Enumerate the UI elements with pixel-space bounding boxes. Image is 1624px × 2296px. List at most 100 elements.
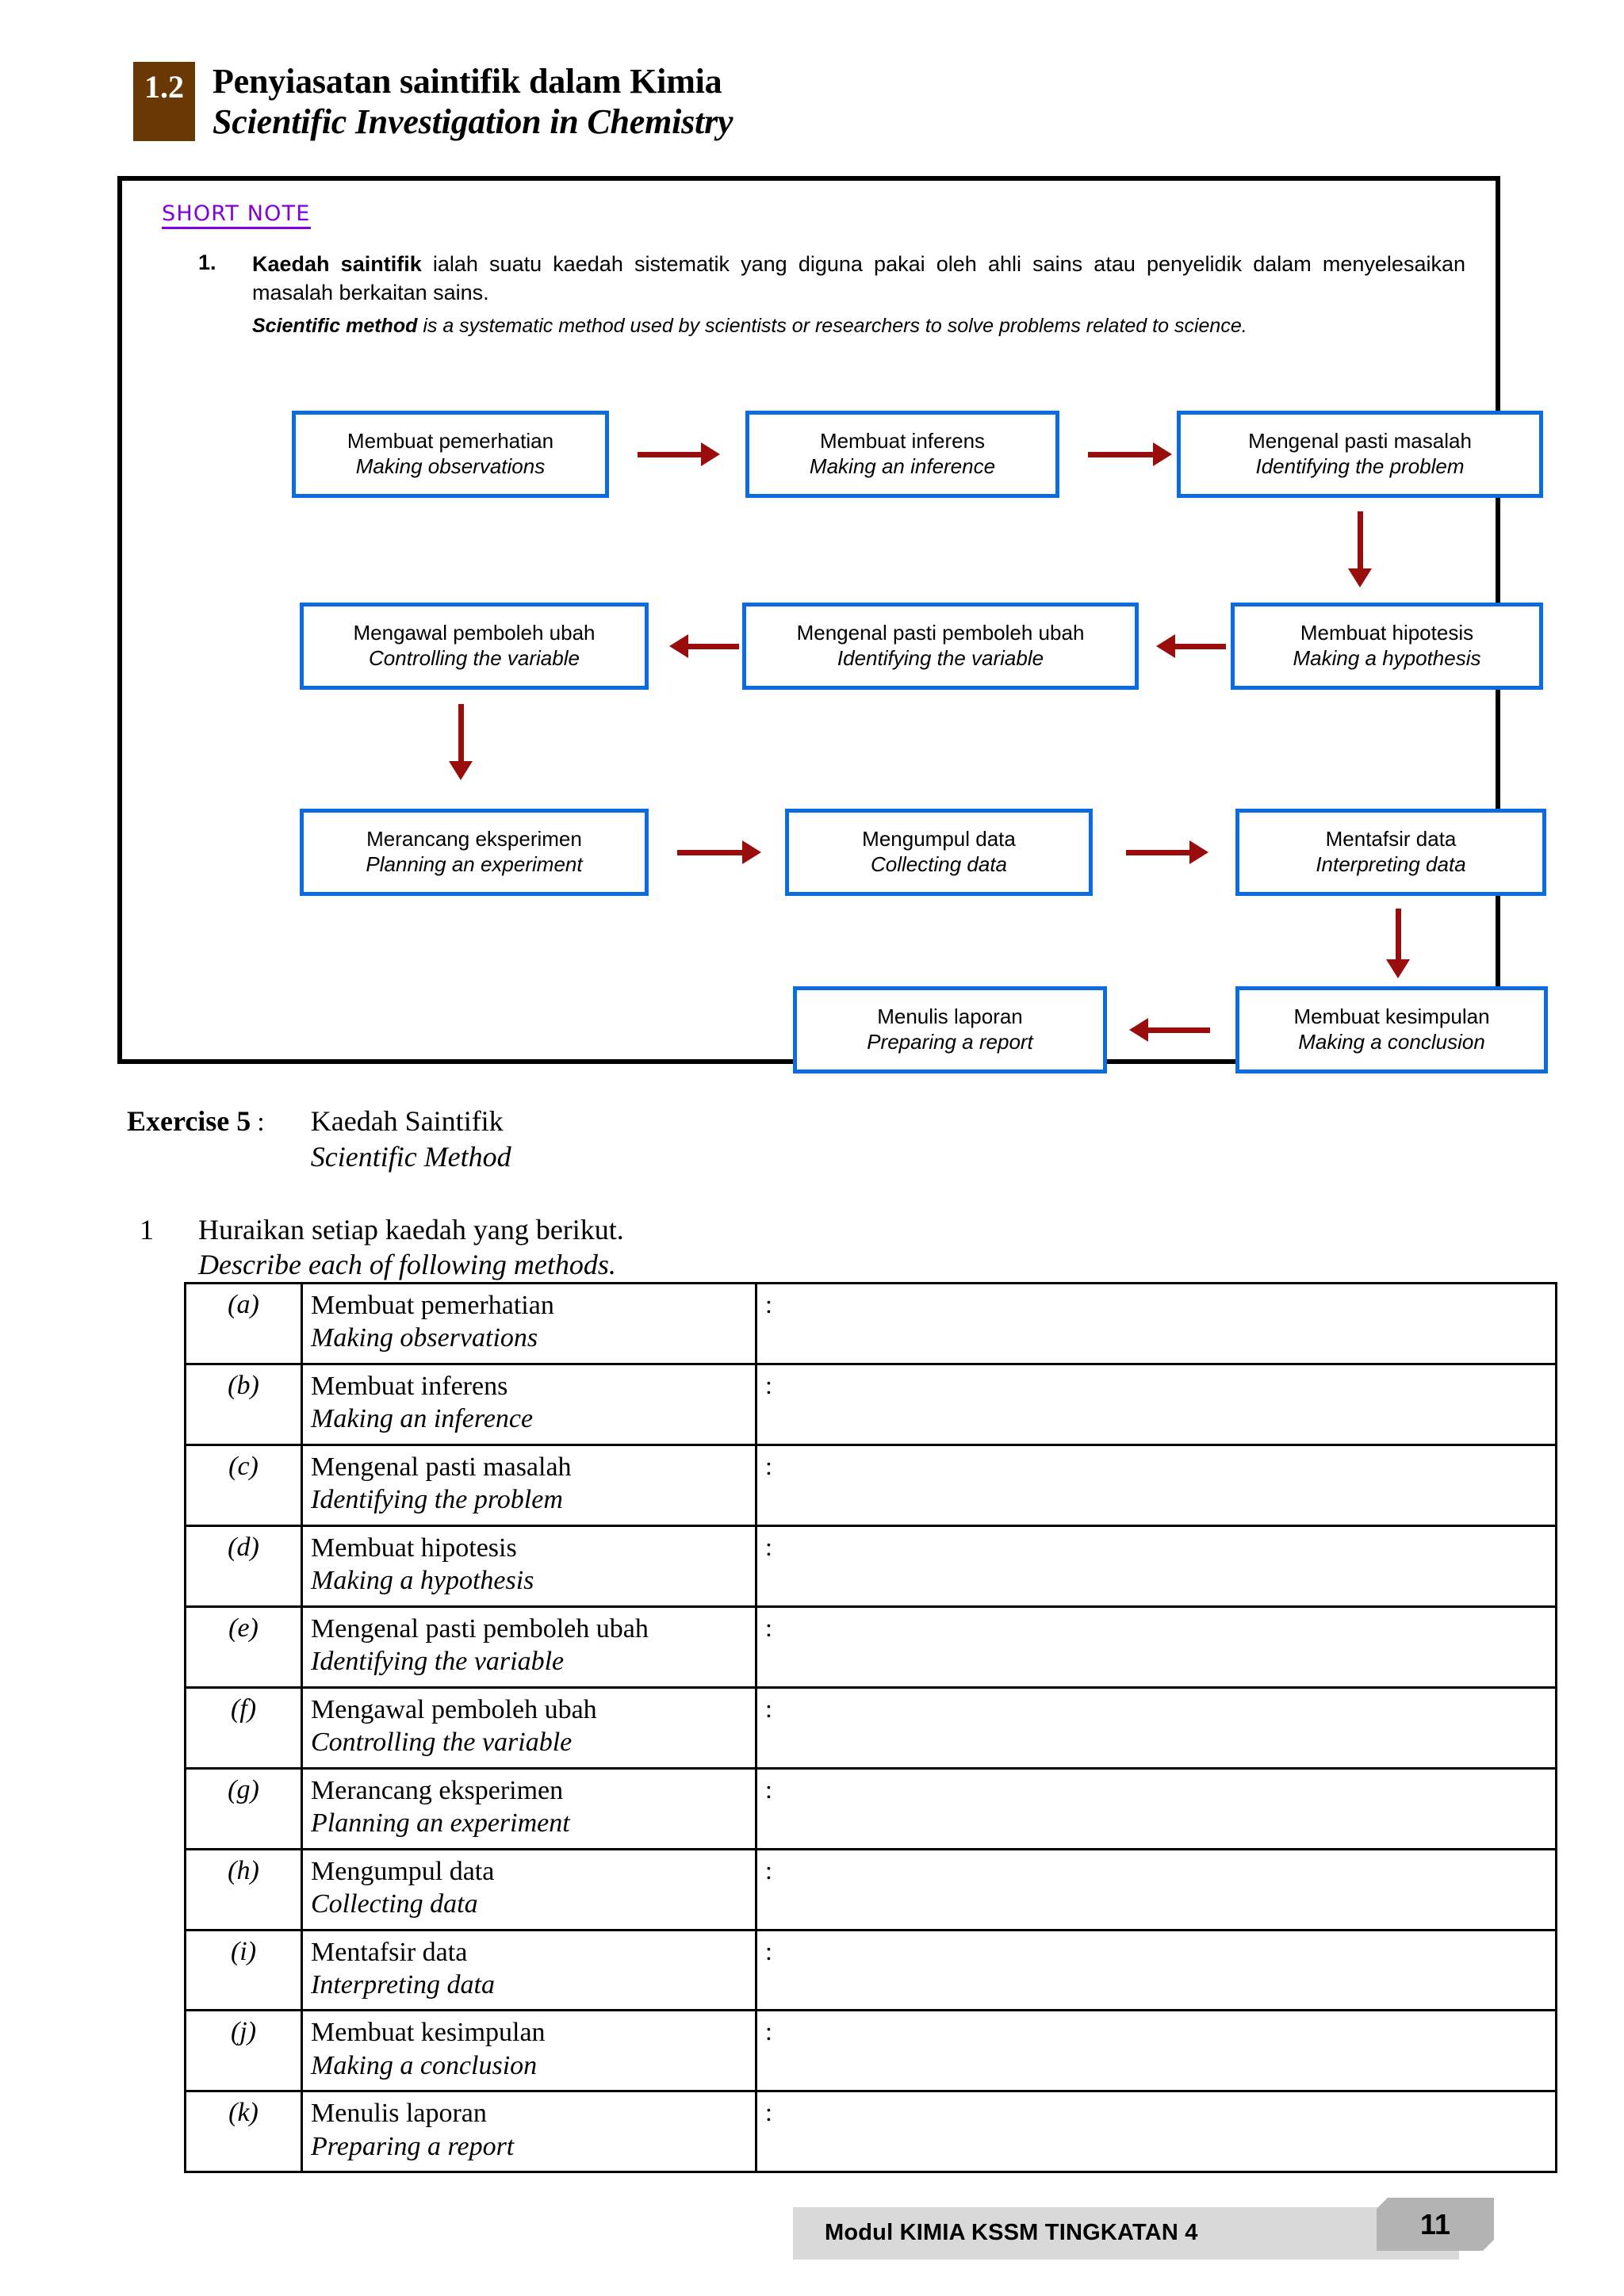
exercise-heading: Exercise 5 : Kaedah Saintifik Scientific… — [127, 1104, 511, 1175]
row-answer-cell[interactable]: : — [755, 1847, 1557, 1931]
answer-colon: : — [765, 1936, 772, 1965]
row-answer-cell[interactable]: : — [755, 1605, 1557, 1689]
row-answer-cell[interactable]: : — [755, 1362, 1557, 1446]
arrow-head-right-icon — [1153, 442, 1172, 466]
flow-arrow-down-1 — [1348, 511, 1372, 587]
row-method-cell: Mengumpul data Collecting data — [301, 1847, 757, 1931]
row-label-cell: (e) — [184, 1605, 303, 1689]
flow-box-collecting-data: Mengumpul data Collecting data — [785, 809, 1093, 896]
table-row: (a) Membuat pemerhatian Making observati… — [184, 1282, 1557, 1365]
header-titles: Penyiasatan saintifik dalam Kimia Scient… — [213, 62, 733, 142]
flow-box-label-malay: Menulis laporan — [877, 1004, 1023, 1029]
flow-box-making-observations: Membuat pemerhatian Making observations — [292, 411, 609, 498]
exercise-label: Exercise 5 — [127, 1105, 251, 1137]
row-answer-cell[interactable]: : — [755, 1524, 1557, 1608]
flow-box-label-english: Planning an experiment — [366, 852, 583, 876]
answer-colon: : — [765, 1613, 772, 1642]
table-row: (k) Menulis laporan Preparing a report : — [184, 2090, 1557, 2174]
answer-colon: : — [765, 1370, 772, 1399]
arrow-shaft — [1147, 1027, 1210, 1033]
arrow-shaft — [458, 704, 464, 763]
question-text-english: Describe each of following methods. — [198, 1248, 616, 1280]
table-row: (h) Mengumpul data Collecting data : — [184, 1847, 1557, 1931]
arrow-shaft — [687, 643, 739, 649]
row-label-cell: (c) — [184, 1443, 303, 1527]
flow-arrow-left-1 — [669, 634, 739, 658]
answer-colon: : — [765, 1451, 772, 1480]
row-method-english: Planning an experiment — [311, 1808, 570, 1839]
answer-colon: : — [765, 1290, 772, 1318]
arrow-shaft — [638, 451, 703, 457]
row-method-malay: Mengenal pasti masalah — [311, 1452, 572, 1482]
table-row: (g) Merancang eksperimen Planning an exp… — [184, 1766, 1557, 1850]
row-method-malay: Membuat kesimpulan — [311, 2018, 546, 2048]
row-method-cell: Mentafsir data Interpreting data — [301, 1928, 757, 2012]
short-note-paragraph-english: Scientific method is a systematic method… — [252, 313, 1465, 339]
row-method-malay: Mengumpul data — [311, 1856, 495, 1886]
arrow-head-left-icon — [1129, 1018, 1148, 1042]
row-label: (c) — [228, 1451, 259, 1481]
short-note-item-number: 1. — [198, 251, 216, 274]
row-method-cell: Mengawal pemboleh ubah Controlling the v… — [301, 1686, 757, 1770]
short-note-label: SHORT NOTE — [162, 203, 311, 229]
answer-colon: : — [765, 1693, 772, 1723]
row-method-malay: Membuat hipotesis — [311, 1533, 517, 1563]
row-answer-cell[interactable]: : — [755, 2090, 1557, 2174]
flow-box-label-english: Making an inference — [809, 454, 996, 478]
arrow-head-right-icon — [742, 840, 761, 864]
question-text-malay: Huraikan setiap kaedah yang berikut. — [198, 1214, 624, 1246]
page-header: 1.2 Penyiasatan saintifik dalam Kimia Sc… — [133, 62, 733, 142]
flow-box-label-english: Making a hypothesis — [1293, 646, 1481, 670]
flow-box-making-hypothesis: Membuat hipotesis Making a hypothesis — [1231, 603, 1543, 690]
row-method-malay: Mengawal pemboleh ubah — [311, 1694, 597, 1724]
answer-colon: : — [765, 2017, 772, 2046]
short-note-term-english: Scientific method — [252, 314, 418, 337]
row-answer-cell[interactable]: : — [755, 1686, 1557, 1770]
question-1: 1 Huraikan setiap kaedah yang berikut. D… — [140, 1213, 624, 1283]
row-method-english: Identifying the variable — [311, 1647, 565, 1677]
table-row: (c) Mengenal pasti masalah Identifying t… — [184, 1443, 1557, 1527]
page-title-malay: Penyiasatan saintifik dalam Kimia — [213, 62, 722, 101]
row-answer-cell[interactable]: : — [755, 1282, 1557, 1365]
flow-box-identifying-problem: Mengenal pasti masalah Identifying the p… — [1177, 411, 1543, 498]
short-note-definition-malay: ialah suatu kaedah sistematik yang digun… — [252, 252, 1465, 304]
arrow-shaft — [1126, 849, 1191, 855]
row-method-cell: Membuat inferens Making an inference — [301, 1362, 757, 1446]
row-label: (b) — [228, 1370, 259, 1400]
arrow-head-right-icon — [701, 442, 720, 466]
answer-colon: : — [765, 2098, 772, 2127]
short-note-item: 1. Kaedah saintifik ialah suatu kaedah s… — [198, 251, 1465, 339]
short-note-body: Kaedah saintifik ialah suatu kaedah sist… — [252, 251, 1465, 339]
exercise-title-malay: Kaedah Saintifik — [310, 1105, 504, 1137]
row-method-english: Interpreting data — [311, 1969, 495, 1999]
row-label: (i) — [230, 1936, 257, 1966]
row-answer-cell[interactable]: : — [755, 2009, 1557, 2093]
flow-box-label-english: Collecting data — [871, 852, 1007, 876]
short-note-box: SHORT NOTE 1. Kaedah saintifik ialah sua… — [117, 176, 1548, 1073]
flow-arrow-right-1 — [638, 442, 720, 466]
row-answer-cell[interactable]: : — [755, 1928, 1557, 2012]
flow-box-label-malay: Mengumpul data — [862, 827, 1016, 851]
flow-box-label-english: Controlling the variable — [369, 646, 580, 670]
flow-arrow-right-4 — [1126, 840, 1208, 864]
row-method-cell: Mengenal pasti masalah Identifying the p… — [301, 1443, 757, 1527]
row-method-english: Identifying the problem — [311, 1485, 563, 1515]
row-method-cell: Membuat hipotesis Making a hypothesis — [301, 1524, 757, 1608]
flow-box-label-english: Interpreting data — [1316, 852, 1466, 876]
flow-box-label-english: Making a conclusion — [1298, 1030, 1485, 1054]
flow-arrow-left-3 — [1129, 1018, 1210, 1042]
row-label-cell: (j) — [184, 2009, 303, 2093]
row-answer-cell[interactable]: : — [755, 1443, 1557, 1527]
row-method-english: Making a conclusion — [311, 2050, 538, 2080]
methods-table-body: (a) Membuat pemerhatian Making observati… — [184, 1282, 1557, 2174]
row-method-english: Making observations — [311, 1323, 538, 1353]
flow-box-label-english: Identifying the problem — [1255, 454, 1465, 478]
row-label: (g) — [228, 1774, 259, 1804]
row-method-english: Collecting data — [311, 1889, 478, 1919]
row-method-malay: Membuat pemerhatian — [311, 1291, 554, 1320]
row-method-english: Controlling the variable — [311, 1728, 573, 1758]
row-answer-cell[interactable]: : — [755, 1766, 1557, 1850]
arrow-shaft — [1088, 451, 1155, 457]
row-label-cell: (k) — [184, 2090, 303, 2174]
table-row: (b) Membuat inferens Making an inference… — [184, 1362, 1557, 1446]
